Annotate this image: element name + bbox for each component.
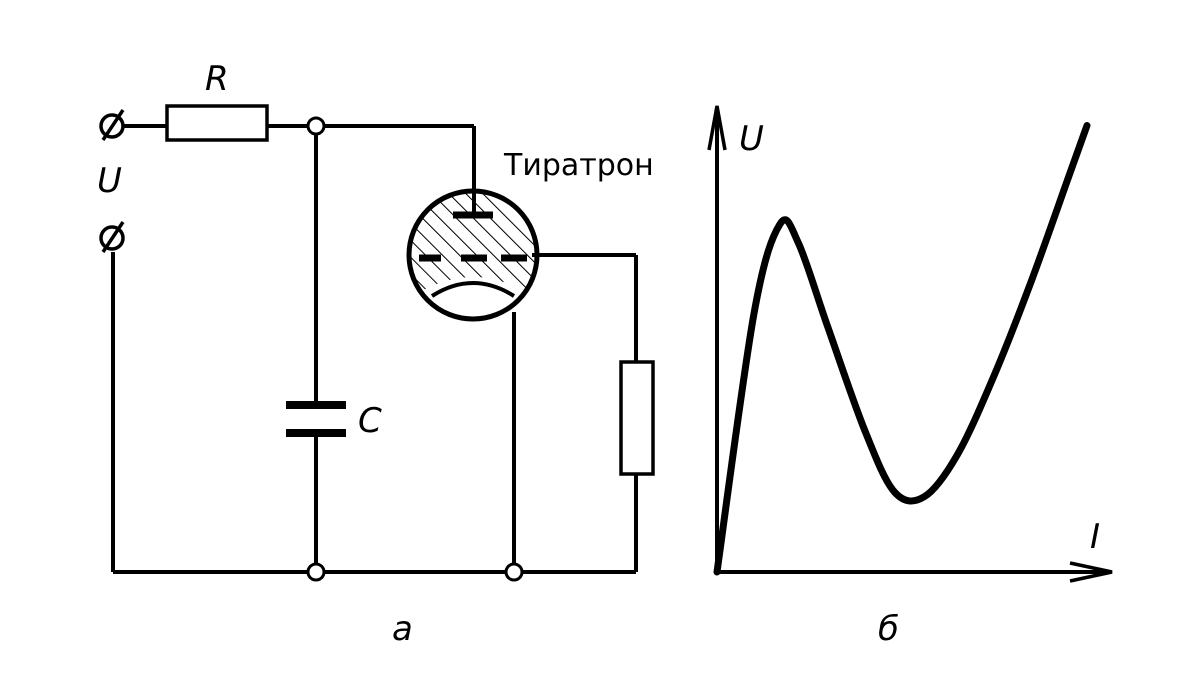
caption-a: а [392,609,413,649]
iv-curve [713,122,1091,576]
capacitor-c [286,401,346,437]
voltage-label: U [97,161,122,201]
caption-b: б [878,609,899,649]
y-axis-label: U [739,119,764,159]
iv-graph [707,105,1113,583]
junction-node-bottom-left [306,562,326,582]
tube-label: Тиратрон [503,148,654,183]
resistor-label: R [205,59,229,99]
junction-node-bottom-right [504,562,524,582]
grid-resistor [619,360,655,476]
resistor-r [165,104,269,142]
capacitor-label: C [358,401,382,441]
junction-node-top [306,116,326,136]
x-axis-arrow [1069,561,1113,583]
bottom-terminal [99,221,125,253]
x-axis-label: I [1090,517,1100,557]
y-axis-arrow [707,105,727,151]
top-terminal [99,109,125,141]
thyratron-tube [406,188,540,322]
